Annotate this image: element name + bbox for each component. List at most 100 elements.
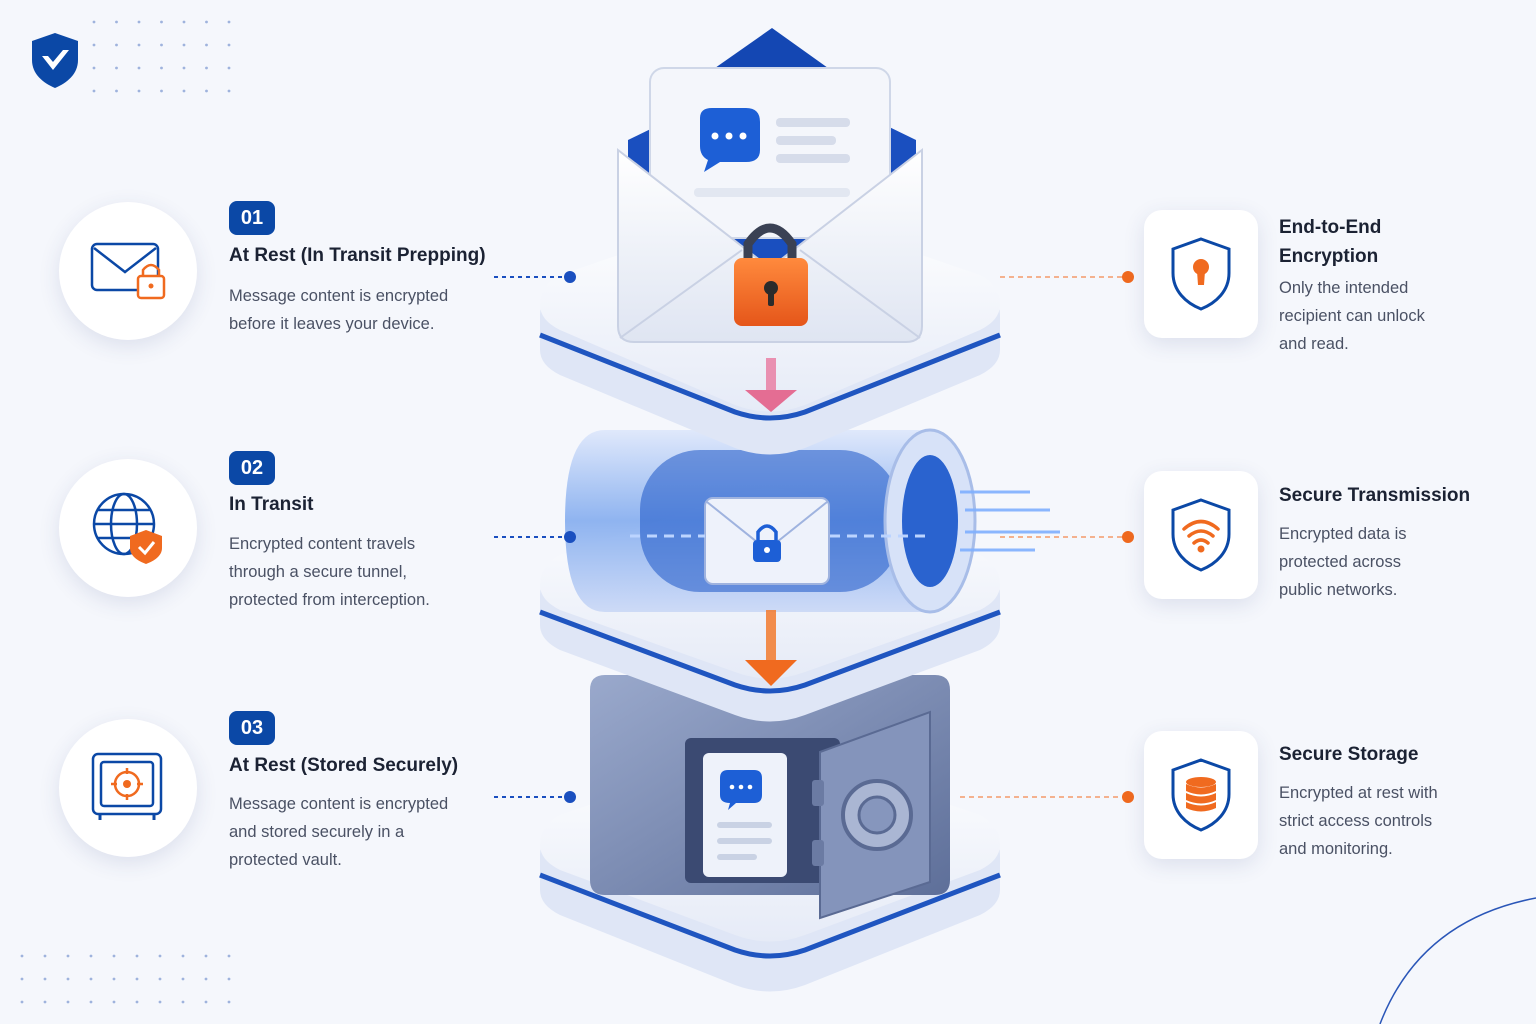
decor-dot <box>20 977 24 981</box>
decor-dot <box>227 20 231 24</box>
decor-dot <box>205 66 208 70</box>
feature-3-description: Encrypted at rest with strict access con… <box>1279 779 1438 863</box>
decor-dot <box>92 89 96 93</box>
dot-grid-bottom <box>20 954 231 1004</box>
decor-dot <box>135 954 139 958</box>
decor-dot <box>182 89 186 93</box>
decor-dot <box>227 1000 231 1004</box>
decor-dot <box>137 89 141 93</box>
decor-dot <box>227 954 231 958</box>
decor-dot <box>181 1000 185 1004</box>
secure-tunnel-illustration <box>565 428 1060 614</box>
step-1-description: Message content is encrypted before it l… <box>229 282 448 338</box>
shield-keyhole-icon <box>1171 237 1231 311</box>
feature-3-title: Secure Storage <box>1279 740 1418 769</box>
envelope-lock-icon <box>90 242 166 300</box>
feature-2-desc-line: public networks. <box>1279 581 1398 599</box>
decor-dot <box>20 954 24 958</box>
step-2-number-badge: 02 <box>229 451 275 485</box>
step-3-title: At Rest (Stored Securely) <box>229 755 459 776</box>
step-1-number-badge: 01 <box>229 201 275 235</box>
decor-dot <box>205 89 208 93</box>
step-1-desc-line: before it leaves your device. <box>229 315 435 333</box>
decor-dot <box>158 1000 162 1004</box>
step-2-desc-line: protected from interception. <box>229 591 430 609</box>
arrow-down-orange <box>745 610 797 686</box>
decor-dot <box>205 43 208 47</box>
decor-dot <box>227 977 231 981</box>
decor-dot <box>204 954 208 958</box>
decor-dot <box>181 977 185 981</box>
decor-dot <box>89 954 93 958</box>
step-1-desc-line: Message content is encrypted <box>229 287 449 305</box>
feature-1-desc-line: recipient can unlock <box>1279 307 1425 325</box>
feature-2-desc-line: Encrypted data is <box>1279 525 1407 543</box>
decor-dot <box>182 66 186 70</box>
decor-dot <box>66 977 70 981</box>
decor-dot <box>89 1000 93 1004</box>
vault-icon <box>91 752 163 820</box>
step-3-number-badge: 03 <box>229 711 275 745</box>
decor-dot <box>115 89 118 93</box>
decor-dot <box>115 43 118 47</box>
decor-dot <box>115 20 118 24</box>
decor-dot <box>137 43 141 47</box>
feature-3-title-line: Secure Storage <box>1279 744 1419 765</box>
step-2-desc-line: Encrypted content travels <box>229 535 416 553</box>
decor-dot <box>66 1000 70 1004</box>
decor-dot <box>92 66 96 70</box>
decor-dot <box>115 66 118 70</box>
decor-dot <box>227 43 231 47</box>
step-3-desc-line: and stored securely in a <box>229 823 405 841</box>
step-2-desc-line: through a secure tunnel, <box>229 563 407 581</box>
decor-dot <box>204 977 208 981</box>
decor-dot <box>137 20 141 24</box>
decor-dot <box>43 954 47 958</box>
feature-1-description: Only the intended recipient can unlock a… <box>1279 274 1425 358</box>
step-3-icon-circle <box>59 719 197 857</box>
feature-2-icon-tile <box>1144 471 1258 599</box>
step-1-title: At Rest (In Transit Prepping) <box>229 245 486 266</box>
shield-database-icon <box>1171 758 1231 832</box>
decor-dot <box>160 66 163 70</box>
decor-dot <box>135 1000 139 1004</box>
step-2-icon-circle <box>59 459 197 597</box>
shield-wifi-icon <box>1171 498 1231 572</box>
decor-dot <box>158 977 162 981</box>
decor-dot <box>227 89 231 93</box>
feature-2-title-line: Secure Transmission <box>1279 485 1471 506</box>
step-3-description: Message content is encrypted and stored … <box>229 790 448 874</box>
decor-dot <box>182 43 186 47</box>
step-1-icon-circle <box>59 202 197 340</box>
feature-1-title-line: End-to-End <box>1279 217 1382 238</box>
feature-1-title-line: Encryption <box>1279 246 1379 267</box>
decor-dot <box>112 954 116 958</box>
dot-grid-top <box>92 20 231 93</box>
decor-dot <box>181 954 185 958</box>
feature-2-desc-line: protected across <box>1279 553 1401 571</box>
feature-1-icon-tile <box>1144 210 1258 338</box>
feature-1-title: End-to-End Encryption <box>1279 213 1381 271</box>
feature-1-desc-line: and read. <box>1279 335 1349 353</box>
decor-dot <box>160 20 163 24</box>
step-2-description: Encrypted content travels through a secu… <box>229 530 430 614</box>
decor-dot <box>112 977 116 981</box>
feature-1-desc-line: Only the intended <box>1279 279 1409 297</box>
decor-dot <box>20 1000 24 1004</box>
decor-dot <box>160 43 163 47</box>
feature-3-icon-tile <box>1144 731 1258 859</box>
decor-dot <box>66 954 70 958</box>
decor-dot <box>227 66 231 70</box>
feature-3-desc-line: and monitoring. <box>1279 840 1393 858</box>
arrow-down-pink <box>745 358 797 412</box>
decor-dot <box>135 977 139 981</box>
decor-dot <box>89 977 93 981</box>
decor-dot <box>160 89 163 93</box>
corner-arc <box>1379 897 1536 1024</box>
decor-dot <box>158 954 162 958</box>
decor-dot <box>205 20 208 24</box>
step-3-desc-line: Message content is encrypted <box>229 795 449 813</box>
